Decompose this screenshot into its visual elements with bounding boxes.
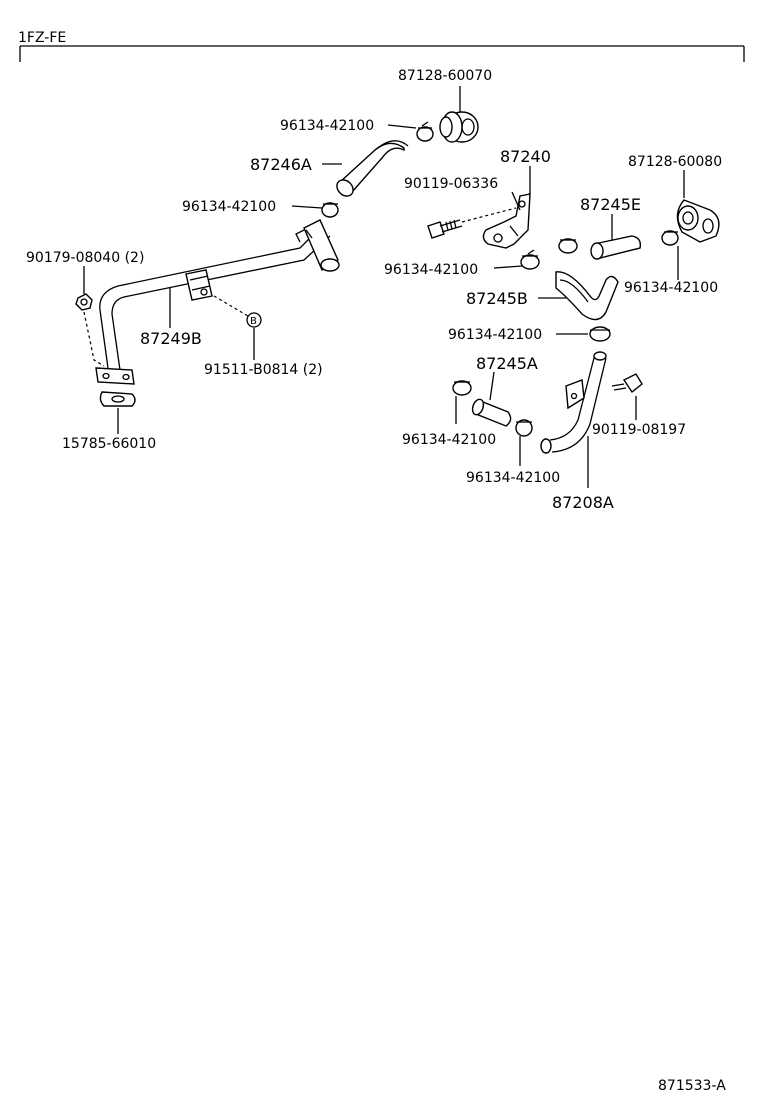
label-87245A: 87245A — [476, 354, 538, 373]
hose-87245A[interactable] — [471, 398, 512, 427]
label-96134-42100-mid: 96134-42100 — [384, 262, 478, 278]
header-frame — [19, 45, 745, 62]
clamp-96134-lowleft[interactable] — [452, 380, 472, 396]
label-96134-42100-lowleft: 96134-42100 — [402, 432, 496, 448]
bolt-90119-06336[interactable] — [427, 219, 463, 239]
label-87208A: 87208A — [552, 493, 614, 512]
label-96134-42100-center: 96134-42100 — [448, 327, 542, 343]
hose-87246A[interactable] — [334, 140, 409, 199]
nut-90179-08040[interactable] — [75, 293, 93, 311]
label-87240: 87240 — [500, 147, 551, 166]
leader-lines — [83, 86, 685, 488]
engine-code-label: 1FZ-FE — [18, 30, 66, 46]
label-90179-08040: 90179-08040 (2) — [26, 250, 144, 266]
label-96134-42100-top: 96134-42100 — [280, 118, 374, 134]
clamp-96134-mid[interactable] — [520, 249, 540, 270]
label-90119-08197: 90119-08197 — [592, 422, 686, 438]
label-15785-66010: 15785-66010 — [62, 436, 156, 452]
pipe-87208A[interactable] — [540, 351, 607, 454]
label-91511-B0814: 91511-B0814 (2) — [204, 362, 323, 378]
nut-leader-dashed — [83, 311, 105, 367]
hose-87245B[interactable] — [555, 271, 619, 321]
ref-b-letter: B — [250, 316, 257, 327]
grommet-87128-60070[interactable] — [439, 111, 479, 143]
clamp-96134-center[interactable] — [589, 326, 611, 342]
ref-b-leader-dashed — [213, 295, 249, 317]
bracket-87240[interactable] — [482, 193, 531, 249]
label-87246A: 87246A — [250, 155, 312, 174]
clamp-96134-left[interactable] — [321, 202, 339, 218]
pipe-87249B[interactable] — [95, 219, 340, 385]
hose-87245E[interactable] — [590, 235, 642, 260]
label-87128-60070: 87128-60070 — [398, 68, 492, 84]
clamp-96134-top[interactable] — [416, 121, 434, 142]
clamp-87245E-left[interactable] — [558, 238, 578, 254]
ref-b-callout: B — [246, 312, 262, 328]
label-90119-06336: 90119-06336 — [404, 176, 498, 192]
label-87245B: 87245B — [466, 289, 528, 308]
label-96134-42100-lowmid: 96134-42100 — [466, 470, 560, 486]
grommet-87128-60080[interactable] — [676, 199, 720, 243]
label-87249B: 87249B — [140, 329, 202, 348]
clamp-96134-lowmid[interactable] — [515, 419, 533, 437]
label-96134-42100-right: 96134-42100 — [624, 280, 718, 296]
label-87245E: 87245E — [580, 195, 641, 214]
diagram-id-label: 871533-A — [658, 1078, 726, 1094]
gasket-15785-66010[interactable] — [99, 391, 136, 407]
label-96134-42100-left: 96134-42100 — [182, 199, 276, 215]
clamp-96134-right[interactable] — [661, 230, 679, 246]
label-87128-60080: 87128-60080 — [628, 154, 722, 170]
bolt-90119-08197[interactable] — [611, 373, 643, 394]
